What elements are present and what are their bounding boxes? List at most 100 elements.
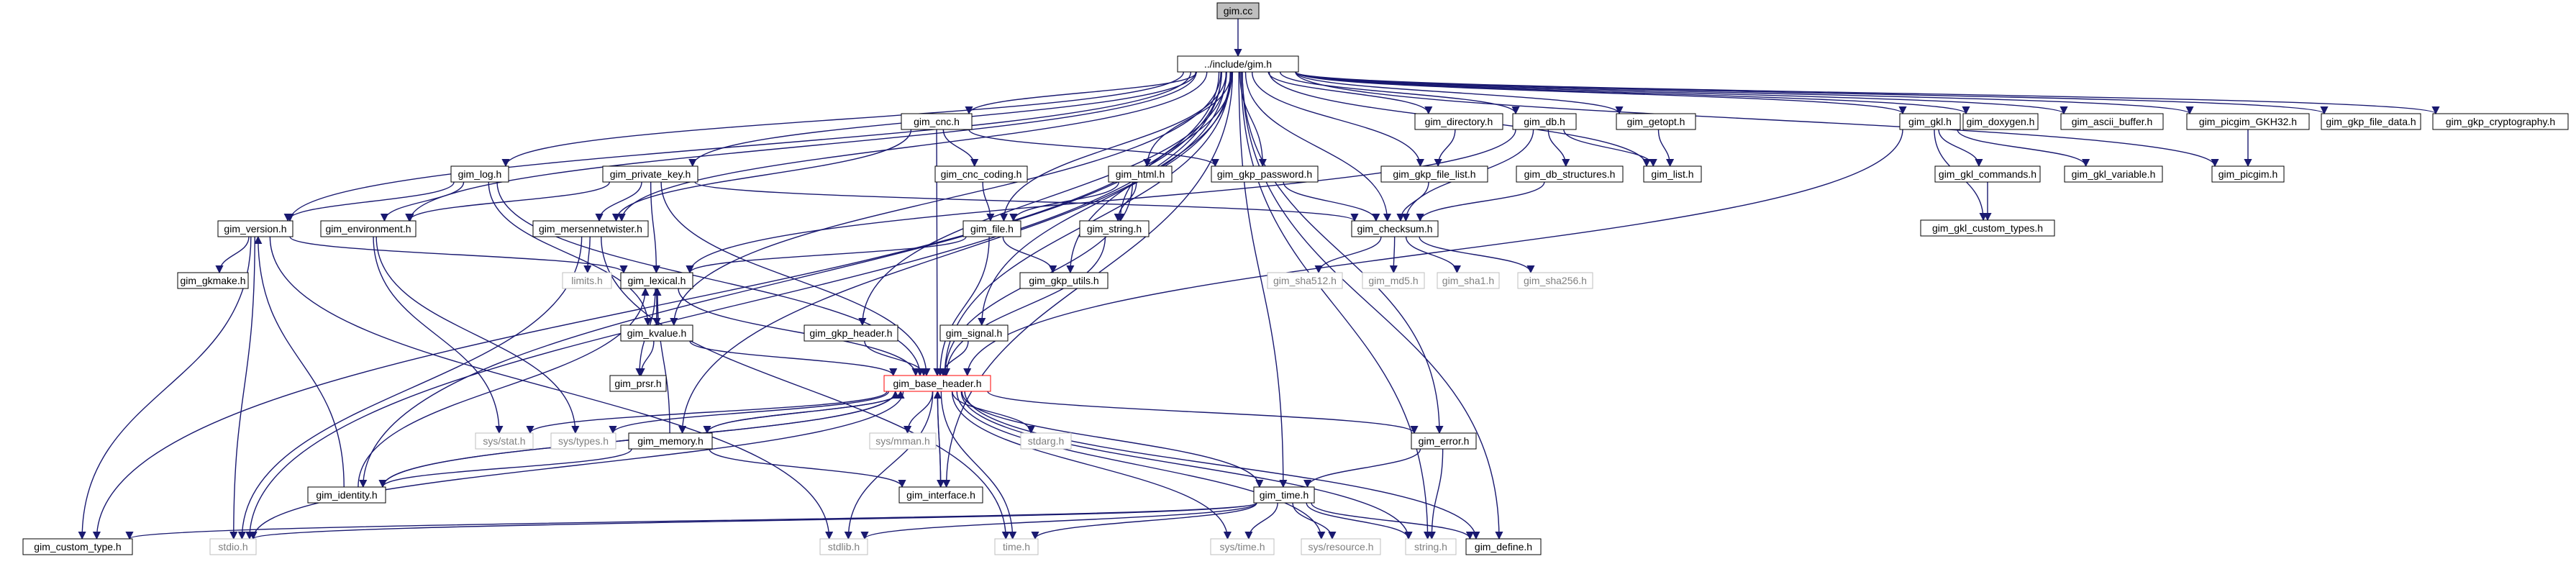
node-box [602, 165, 698, 183]
node-label: gim_interface.h [906, 489, 975, 501]
node-label: gim_prsr.h [614, 378, 661, 389]
node-gim_signal_h[interactable]: gim_signal.h [939, 324, 1009, 342]
edge-gim_time_h-to-stdio_h [249, 502, 1257, 540]
node-box [1380, 165, 1488, 183]
edge-gim_interface_h-to-gim_base_header_h [933, 390, 942, 488]
node-label: stdlib.h [828, 541, 860, 552]
node-gim_base_header_h[interactable]: gim_base_header.h [883, 375, 991, 392]
node-gim_gkl_commands_h[interactable]: gim_gkl_commands.h [1934, 165, 2041, 183]
node-gim_gkp_file_data_h[interactable]: gim_gkp_file_data.h [2321, 113, 2421, 130]
node-gim_db_h[interactable]: gim_db.h [1512, 113, 1577, 130]
edge-gim_html_h-to-gim_file_h [1009, 181, 1119, 222]
node-gim_private_key_h[interactable]: gim_private_key.h [602, 165, 698, 183]
edge-gim_error_h-to-string_h [1427, 448, 1444, 540]
node-gim_list_h[interactable]: gim_list.h [1643, 165, 1702, 183]
node-label: gim_checksum.h [1357, 223, 1432, 235]
node-label: gim.cc [1224, 5, 1252, 17]
node-gim_lexical_h[interactable]: gim_lexical.h [620, 272, 693, 289]
node-label: gim_gkp_file_list.h [1393, 168, 1475, 180]
node-gim_time_h[interactable]: gim_time.h [1253, 486, 1315, 504]
node-box [620, 324, 693, 342]
node-gim_doxygen_h[interactable]: gim_doxygen.h [1962, 113, 2039, 130]
node-gim_sha256_h: gim_sha256.h [1517, 272, 1593, 289]
node-gim_define_h[interactable]: gim_define.h [1465, 538, 1542, 555]
node-gim_checksum_h[interactable]: gim_checksum.h [1351, 220, 1439, 237]
edge-gim_version_h-to-gim_lexical_h [289, 236, 628, 274]
edge-gim_base_header_h-to-stdio_h [249, 391, 904, 540]
edge-gim_private_key_h-to-gim_lexical_h [650, 181, 660, 274]
edge-gim_gkl_h-to-gim_gkl_variable_h [1957, 129, 2090, 168]
node-gim_ascii_buffer_h[interactable]: gim_ascii_buffer.h [2060, 113, 2164, 130]
node-box [1301, 538, 1381, 555]
node-gim_log_h[interactable]: gim_log.h [450, 165, 509, 183]
node-label: gim_gkl_custom_types.h [1932, 222, 2043, 234]
edge-gim_h-to-gim_environment_h [406, 71, 1197, 222]
node-gim_gkp_file_list_h[interactable]: gim_gkp_file_list.h [1380, 165, 1488, 183]
node-gim_picgim_GKH32_h[interactable]: gim_picgim_GKH32.h [2186, 113, 2310, 130]
edge-gim_directory_h-to-gim_gkp_file_list_h [1434, 129, 1456, 168]
edge-gim_html_h-to-gim_string_h [1114, 181, 1137, 222]
node-box [1210, 538, 1275, 555]
node-gim_identity_h[interactable]: gim_identity.h [307, 486, 386, 504]
node-gim_environment_h[interactable]: gim_environment.h [320, 220, 417, 237]
edge-gim_base_header_h-to-sys_stat_h [526, 391, 888, 435]
node-label: gim_time.h [1260, 489, 1309, 501]
node-label: gim_sha1.h [1442, 275, 1494, 286]
node-gim_kvalue_h[interactable]: gim_kvalue.h [620, 324, 693, 342]
node-gim_getopt_h[interactable]: gim_getopt.h [1616, 113, 1696, 130]
edge-gim_file_h-to-gim_base_header_h [936, 236, 990, 377]
node-gim_version_h[interactable]: gim_version.h [217, 220, 293, 237]
edge-gim_h-to-gim_time_h [1238, 71, 1288, 488]
node-gim_html_h[interactable]: gim_html.h [1108, 165, 1173, 183]
edge-gim_h-to-stdio_h [245, 71, 1222, 540]
node-gim_gkp_header_h[interactable]: gim_gkp_header.h [804, 324, 898, 342]
edge-gim_h-to-gim_signal_h [978, 71, 1231, 327]
edge-gim_checksum_h-to-gim_md5_h [1389, 236, 1398, 274]
edge-gim_h-to-gim_identity_h [359, 71, 1222, 488]
node-gim_gkp_utils_h[interactable]: gim_gkp_utils.h [1019, 272, 1109, 289]
node-gim_gkp_cryptography_h[interactable]: gim_gkp_cryptography.h [2432, 113, 2569, 130]
node-gim_prsr_h[interactable]: gim_prsr.h [609, 375, 667, 392]
node-box [1516, 165, 1624, 183]
node-gim_custom_type_h[interactable]: gim_custom_type.h [22, 538, 133, 555]
nodes: gim.cc ../include/gim.h gim_cnc.h gim_direc… [22, 2, 2569, 555]
edge-gim_db_structures_h-to-gim_checksum_h [1416, 181, 1545, 222]
node-gim_gkl_custom_types_h[interactable]: gim_gkl_custom_types.h [1920, 219, 2055, 237]
node-gim_cnc_h[interactable]: gim_cnc.h [901, 113, 973, 130]
node-gim_cc[interactable]: gim.cc [1216, 2, 1260, 19]
node-gim_gkp_password_h[interactable]: gim_gkp_password.h [1211, 165, 1319, 183]
node-gim_string_h[interactable]: gim_string.h [1079, 220, 1150, 237]
node-gim_interface_h[interactable]: gim_interface.h [898, 486, 983, 504]
node-label: gim_error.h [1419, 435, 1470, 447]
node-gim_db_structures_h[interactable]: gim_db_structures.h [1516, 165, 1624, 183]
node-box [804, 324, 898, 342]
node-label: gim_picgim_GKH32.h [2199, 116, 2297, 127]
edge-gim_checksum_h-to-gim_sha1_h [1405, 236, 1461, 274]
node-gim_error_h[interactable]: gim_error.h [1411, 432, 1477, 450]
node-box [628, 432, 713, 450]
node-label: gim_gkp_cryptography.h [2446, 116, 2555, 127]
node-gim_gkl_variable_h[interactable]: gim_gkl_variable.h [2064, 165, 2163, 183]
node-box [819, 538, 868, 555]
node-box [550, 432, 616, 450]
node-gim_directory_h[interactable]: gim_directory.h [1414, 113, 1503, 130]
node-gim_cnc_coding_h[interactable]: gim_cnc_coding.h [934, 165, 1028, 183]
node-gim_picgim_h[interactable]: gim_picgim.h [2211, 165, 2285, 183]
edge-gim_cnc_h-to-gim_gkp_password_h [968, 129, 1219, 168]
edge-gim_h-to-gim_gkp_cryptography_h [1295, 71, 2440, 115]
node-box [1351, 220, 1439, 237]
edge-gim_base_header_h-to-sys_mman_h [904, 391, 934, 435]
node-gim_mersennetwister_h[interactable]: gim_mersennetwister.h [532, 220, 649, 237]
node-gim_gkl_h[interactable]: gim_gkl.h [1899, 113, 1961, 130]
node-limits_h: limits.h [562, 272, 612, 289]
node-gim_gkmake_h[interactable]: gim_gkmake.h [177, 272, 249, 289]
node-label: gim_gkp_file_data.h [2326, 116, 2416, 127]
node-label: gim_cnc.h [914, 116, 960, 127]
node-label: gim_gkmake.h [180, 275, 245, 286]
node-gim_h[interactable]: ../include/gim.h [1177, 55, 1299, 73]
node-gim_memory_h[interactable]: gim_memory.h [628, 432, 713, 450]
edge-gim_log_h-to-gim_kvalue_h [488, 181, 652, 327]
node-box [1962, 113, 2039, 130]
node-box [475, 432, 534, 450]
node-gim_file_h[interactable]: gim_file.h [962, 220, 1021, 237]
